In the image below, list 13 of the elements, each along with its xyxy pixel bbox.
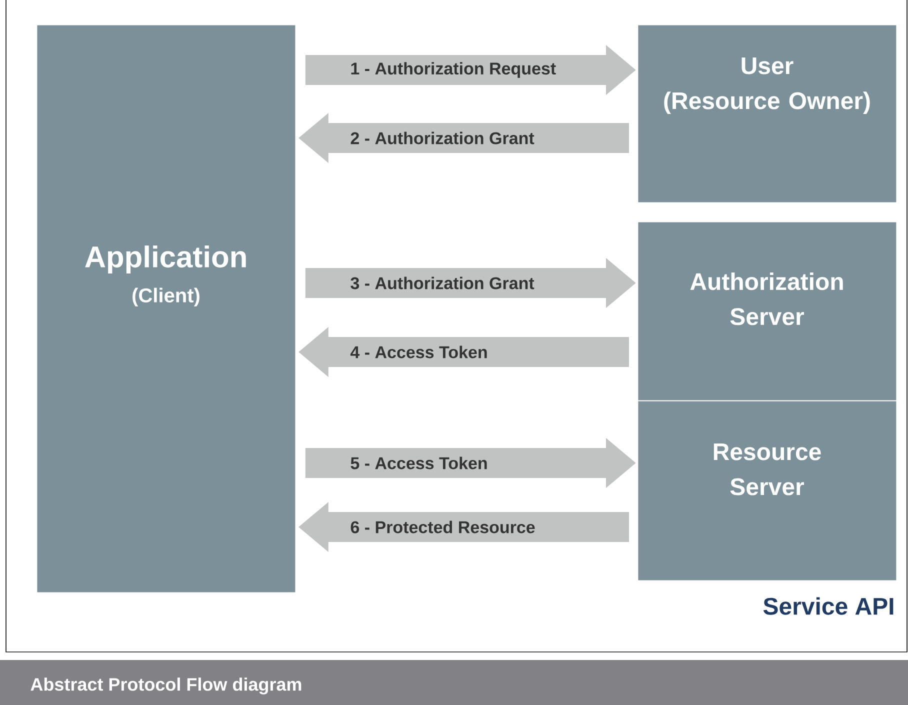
node-label: Resource Server — [714, 444, 821, 496]
edge-label: 6 - Protected Resource — [349, 520, 536, 534]
server-box: Authorization Server — [638, 222, 896, 400]
edge-label: 5 - Access Token — [349, 456, 489, 470]
edge-label: 4 - Access Token — [349, 344, 489, 360]
server-box: Application (Client) — [37, 25, 296, 592]
server-box: Resource Server — [638, 401, 896, 580]
node-label: Authorization Server — [690, 272, 843, 326]
caption-bar: Abstract Protocol Flow diagram — [0, 660, 908, 705]
server-box: User (Resource Owner) — [638, 25, 896, 202]
edge-label: 3 - Authorization Grant — [349, 276, 536, 290]
edge-label: 2 - Authorization Grant — [349, 130, 536, 146]
edge-label: 1 - Authorization Request — [349, 61, 558, 79]
